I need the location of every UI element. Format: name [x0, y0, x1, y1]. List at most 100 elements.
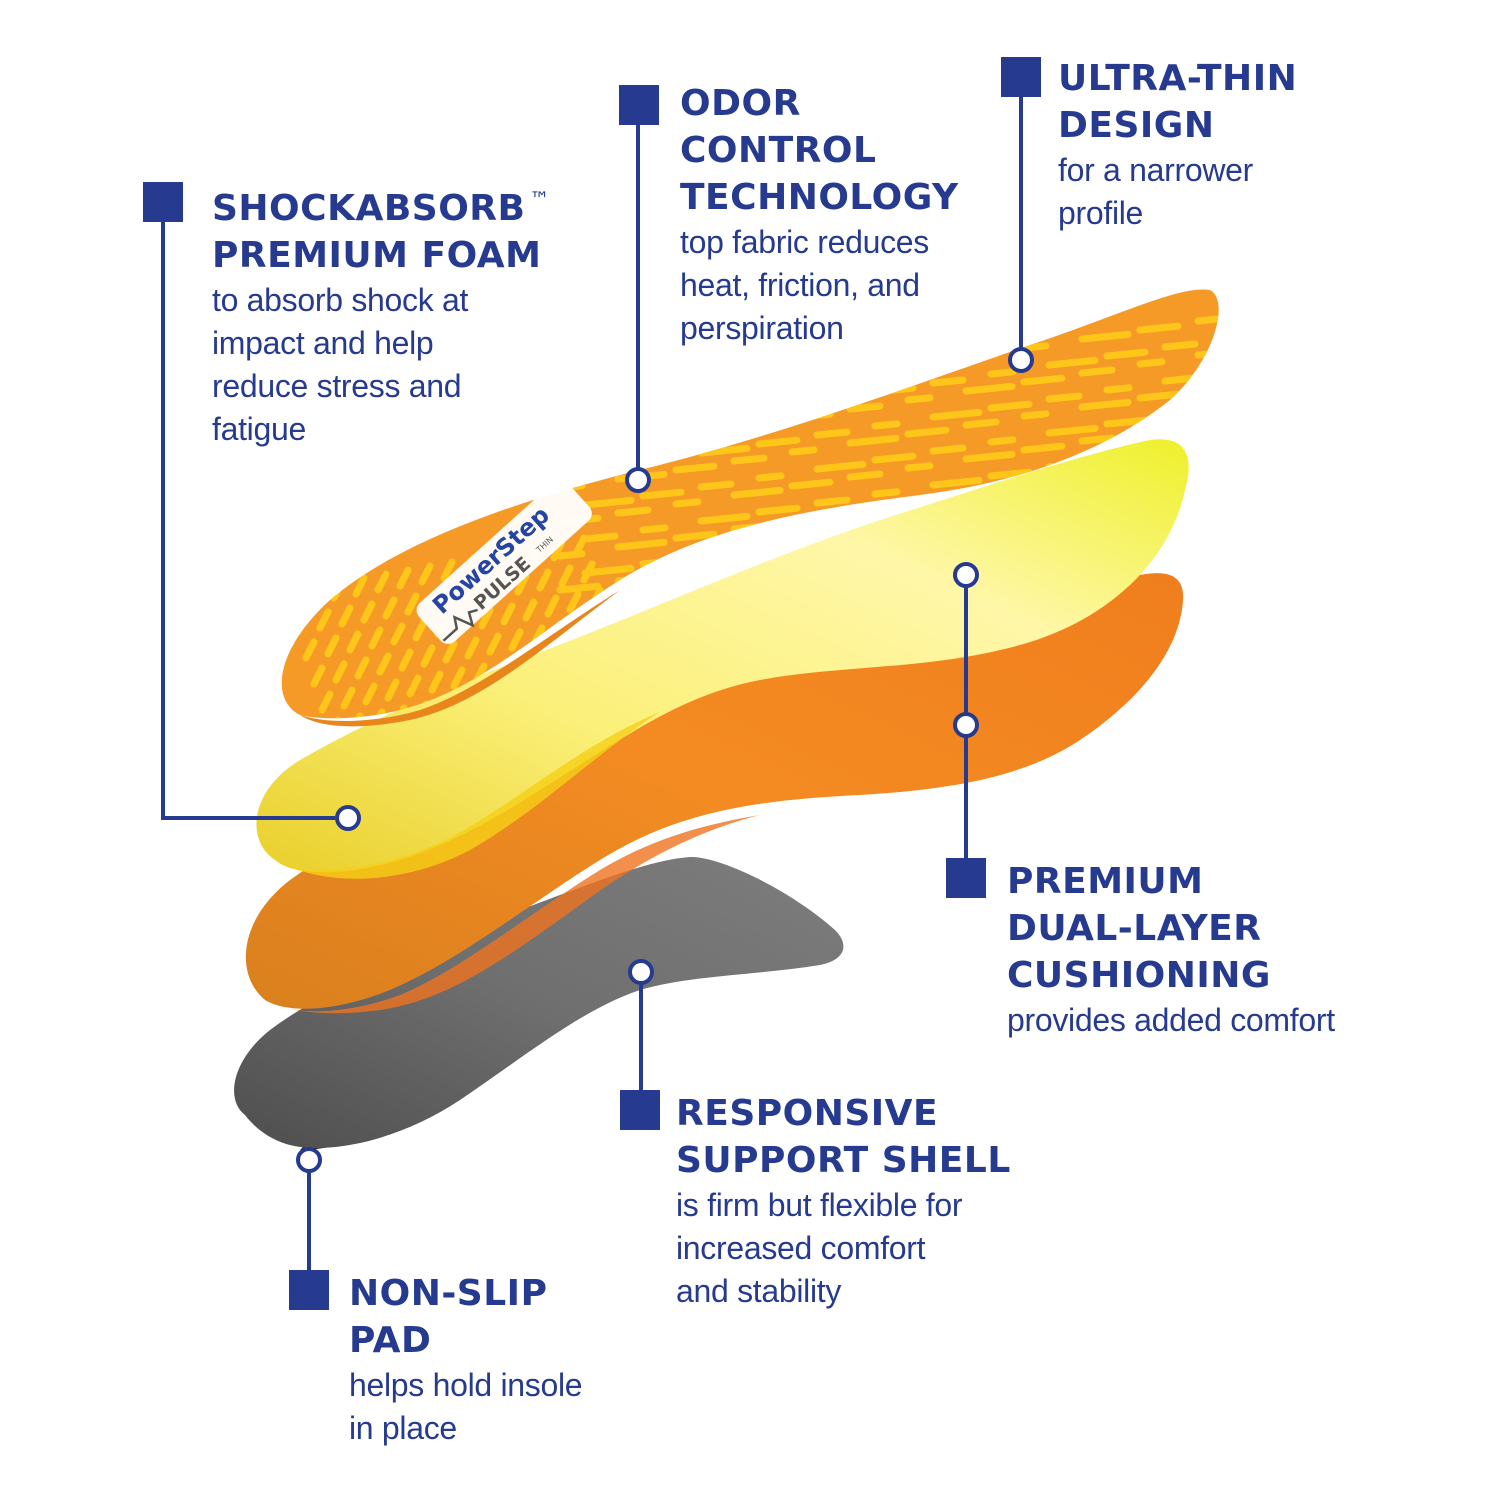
fabric-stripe: [614, 506, 652, 517]
fabric-stripe: [1136, 322, 1182, 334]
fabric-stripe: [1223, 540, 1245, 542]
fabric-stripe: [871, 420, 901, 430]
fabric-stripe: [962, 418, 1000, 429]
fabric-stripe: [1223, 336, 1245, 338]
dot-ultra-thin: [1008, 347, 1034, 373]
fabric-stripe: [566, 590, 582, 614]
fabric-stripe: [614, 438, 652, 449]
fabric-stripe: [697, 480, 735, 491]
callout-description: top fabric reduces heat, friction, and p…: [680, 224, 929, 346]
fabric-stripe: [580, 560, 596, 584]
fabric-stripe: [730, 454, 768, 465]
fabric-stripe: [338, 604, 354, 628]
fabric-stripe: [1161, 408, 1199, 419]
fabric-stripe: [846, 434, 900, 447]
fabric-stripe: [813, 392, 867, 405]
fabric-stripe: [929, 408, 983, 421]
fabric-stripe: [1161, 340, 1199, 351]
fabric-stripe: [286, 586, 302, 610]
fabric-stripe: [508, 628, 524, 652]
callout-heading: ULTRA-THIN DESIGN: [1058, 58, 1298, 146]
fabric-stripe: [1194, 414, 1219, 427]
fabric-stripe: [813, 496, 851, 507]
callout-dots: [296, 347, 1034, 1173]
fabric-stripe: [962, 382, 1016, 395]
fabric-stripe: [384, 678, 400, 702]
fabric-stripe: [788, 478, 834, 490]
fabric-stripe: [755, 504, 801, 516]
fabric-stripe: [354, 656, 370, 680]
fabric-stripe: [536, 568, 552, 592]
fabric-stripe: [929, 376, 967, 387]
callout-heading: ODOR CONTROL TECHNOLOGY: [680, 83, 959, 218]
fabric-stripe: [581, 564, 635, 577]
fabric-stripe: [730, 486, 784, 499]
fabric-stripe: [318, 690, 334, 714]
callout-odor-control: ODOR CONTROL TECHNOLOGY top fabric reduc…: [680, 80, 959, 350]
fabric-stripe: [486, 632, 502, 656]
fabric-stripe: [514, 572, 530, 596]
fabric-stripe: [1194, 382, 1219, 393]
fabric-stripe: [1045, 424, 1099, 437]
fabric-stripe: [846, 402, 884, 413]
callout-heading: PREMIUM DUAL-LAYER CUSHIONING: [1007, 861, 1271, 996]
fabric-stripe: [788, 378, 818, 388]
fabric-stripe: [962, 450, 1016, 463]
fabric-stripe: [376, 652, 392, 676]
fabric-stripe: [1136, 390, 1182, 402]
dot-support-shell: [628, 959, 654, 985]
fabric-stripe: [1078, 398, 1132, 411]
fabric-stripe: [904, 358, 950, 370]
callout-squares: [143, 57, 1041, 1310]
fabric-stripe: [1078, 366, 1116, 377]
fabric-stripe: [1223, 472, 1245, 474]
callout-description: helps hold insole in place: [349, 1367, 583, 1446]
fabric-stripe: [904, 426, 950, 438]
fabric-stripe: [352, 574, 368, 598]
fabric-stripe: [1194, 450, 1219, 461]
fabric-stripe: [639, 488, 685, 500]
fabric-stripe: [1194, 314, 1219, 325]
fabric-stripe: [846, 470, 884, 481]
fabric-stripe: [1045, 356, 1099, 369]
fabric-stripe: [1223, 368, 1261, 372]
fabric-stripe: [904, 394, 934, 404]
fabric-stripe: [987, 468, 1033, 480]
fabric-stripe: [581, 532, 619, 543]
fabric-stripe: [672, 430, 702, 440]
callout-heading: NON-SLIP PAD: [349, 1273, 548, 1361]
fabric-stripe: [404, 592, 420, 616]
fabric-stripe: [672, 462, 718, 474]
fabric-stripe: [360, 600, 376, 624]
fabric-stripe: [1103, 348, 1149, 360]
fabric-stripe: [1020, 410, 1050, 420]
fabric-stripe: [697, 512, 751, 525]
fabric-stripe: [420, 644, 436, 668]
fabric-stripe: [755, 472, 785, 482]
callout-heading: RESPONSIVE SUPPORT SHELL: [676, 1093, 1011, 1181]
dot-odor: [625, 467, 651, 493]
heartbeat-icon: [442, 608, 478, 642]
fabric-stripe: [556, 446, 602, 458]
fabric-stripe: [428, 670, 444, 694]
fabric-stripe: [904, 462, 934, 472]
fabric-stripe: [755, 436, 801, 448]
fabric-stripe: [614, 538, 668, 551]
fabric-stripe: [324, 634, 340, 658]
fabric-stripe: [639, 556, 685, 568]
fabric-stripe: [418, 562, 434, 586]
fabric-stripe: [440, 558, 456, 582]
callout-description: provides added comfort: [1007, 1002, 1335, 1038]
fabric-stripe: [697, 444, 751, 457]
callout-support-shell: RESPONSIVE SUPPORT SHELL is firm but fle…: [676, 1090, 1011, 1313]
callout-description: is firm but flexible for increased comfo…: [676, 1187, 963, 1309]
dot-non-slip: [296, 1147, 322, 1173]
fabric-stripe: [544, 594, 560, 618]
fabric-stripe: [316, 608, 332, 632]
fabric-stripe: [1020, 342, 1050, 352]
fabric-stripe: [362, 682, 378, 706]
fabric-stripe: [929, 476, 983, 489]
fabric-stripe: [1223, 436, 1261, 440]
